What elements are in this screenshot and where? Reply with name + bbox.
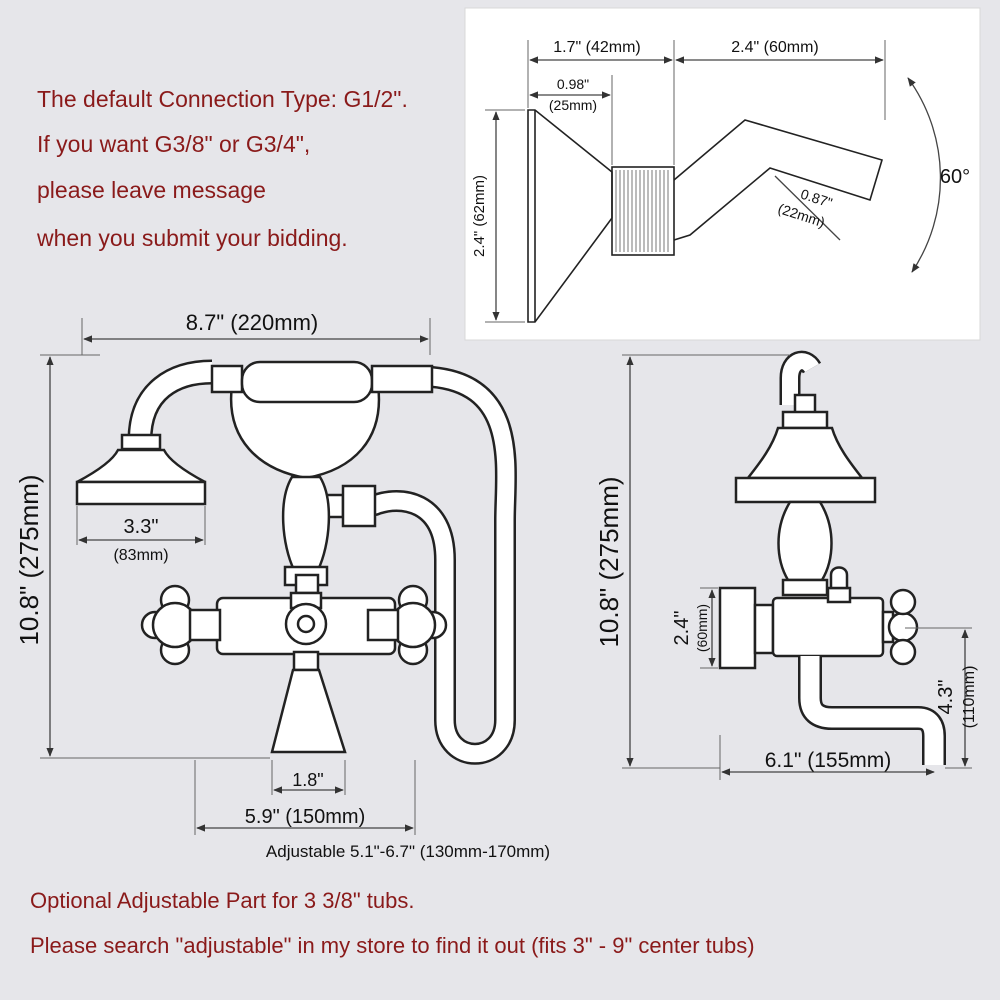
- inset-nut-depth-mm-label: (25mm): [549, 97, 597, 113]
- front-view-dimensions: 8.7" (220mm) 10.8" (275mm) 3.3" (83mm) 1…: [14, 310, 550, 861]
- connection-note-line-1: The default Connection Type: G1/2".: [37, 86, 408, 112]
- connection-note-line-4: when you submit your bidding.: [37, 225, 348, 251]
- handset-grip: [240, 360, 374, 404]
- faucet-side-view: [718, 350, 946, 765]
- side-flange-mm-label: (60mm): [694, 604, 710, 652]
- connection-note-line-2: If you want G3/8" or G3/4",: [37, 131, 311, 157]
- connection-note-line-3: please leave message: [37, 177, 266, 203]
- inset-arm-length-label: 2.4" (60mm): [731, 39, 818, 56]
- spout-height-mm-label: (110mm): [961, 666, 978, 729]
- spout: [270, 668, 347, 754]
- inset-angle-label: 60°: [940, 166, 970, 188]
- side-handle-knob: [829, 566, 849, 590]
- hand-shower-head: [76, 448, 206, 484]
- right-cross-handle: [366, 584, 448, 666]
- inset-flange-height-label: 2.4" (62mm): [471, 175, 488, 257]
- inset-arm: [673, 119, 883, 241]
- side-spout: [800, 656, 944, 765]
- handset-collar-right: [370, 364, 434, 394]
- side-shower-face: [734, 476, 877, 504]
- shower-face: [75, 480, 207, 506]
- inset-nut: [611, 166, 675, 256]
- shower-mount-inset: 1.7" (42mm) 2.4" (60mm) 0.98" (25mm) 2.4…: [464, 7, 981, 341]
- center-distance-label: 5.9" (150mm): [245, 806, 365, 828]
- spout-base-label: 1.8": [292, 770, 323, 790]
- side-flange: [718, 586, 757, 670]
- front-width-label: 8.7" (220mm): [186, 310, 319, 335]
- side-height-label: 10.8" (275mm): [594, 476, 624, 647]
- spout-reach-label: 6.1" (155mm): [765, 749, 892, 772]
- handset-collar-left: [210, 364, 244, 394]
- inset-panel: [464, 7, 981, 341]
- optional-note-line-2: Please search "adjustable" in my store t…: [30, 933, 755, 958]
- side-riser: [777, 500, 833, 582]
- shower-neck: [120, 433, 162, 451]
- inset-base-depth-label: 1.7" (42mm): [553, 39, 640, 56]
- faucet-front-view: [75, 359, 517, 765]
- left-cross-handle: [140, 584, 222, 666]
- side-flange-label: 2.4": [671, 611, 693, 646]
- riser: [281, 475, 331, 572]
- front-height-label: 10.8" (275mm): [14, 474, 44, 645]
- adjustable-range-label: Adjustable 5.1"-6.7" (130mm-170mm): [266, 842, 550, 861]
- optional-note-line-1: Optional Adjustable Part for 3 3/8" tubs…: [30, 888, 415, 913]
- side-body: [771, 596, 885, 658]
- side-view-dimensions: 10.8" (275mm) 2.4" (60mm) 4.3" (110mm) 6…: [594, 354, 978, 780]
- inset-nut-depth-label: 0.98": [557, 76, 589, 92]
- hose-connector: [341, 484, 377, 528]
- side-shower-head: [745, 426, 865, 480]
- head-diameter-mm-label: (83mm): [113, 547, 168, 564]
- spout-height-label: 4.3": [935, 680, 957, 715]
- head-diameter-label: 3.3": [124, 516, 159, 538]
